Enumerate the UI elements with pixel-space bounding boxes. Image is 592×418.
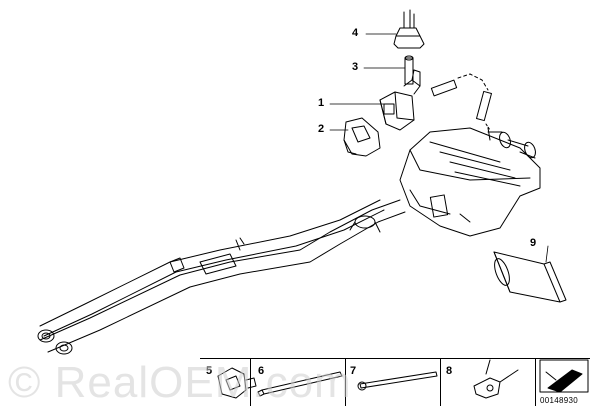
cable-tie-part-7 — [357, 371, 438, 391]
inset-divider-2 — [345, 358, 346, 406]
diagram-part-number: 00148930 — [540, 396, 578, 405]
inset-divider-3 — [440, 358, 441, 406]
cable-tie-part-6 — [257, 371, 343, 397]
vacuum-cap-part-4 — [393, 9, 425, 49]
callout-1: 1 — [318, 97, 325, 109]
callout-5: 5 — [206, 365, 213, 377]
holder-part-2 — [343, 117, 381, 157]
vacuum-valve-part-1 — [379, 69, 421, 131]
rear-muffler — [399, 127, 541, 237]
arrow-box — [539, 359, 589, 393]
callout-7: 7 — [350, 365, 357, 377]
inset-divider-4 — [535, 358, 536, 406]
hose-sleeve-part-9 — [493, 251, 567, 303]
exhaust-pipe-assembly — [37, 199, 406, 355]
callout-3: 3 — [352, 61, 359, 73]
hose-connector-part-3 — [404, 55, 414, 85]
callout-6: 6 — [258, 365, 265, 377]
watermark-text: © RealOEM.com — [8, 358, 352, 407]
inset-row — [217, 359, 589, 399]
inset-divider-1 — [250, 358, 251, 406]
inset-top-rule — [200, 358, 590, 359]
callout-2: 2 — [318, 123, 325, 135]
callout-9: 9 — [530, 237, 537, 249]
leader-lines — [329, 33, 549, 263]
callout-8: 8 — [446, 365, 453, 377]
clip-part-8 — [473, 359, 519, 399]
callout-4: 4 — [352, 27, 359, 39]
vacuum-hose — [430, 73, 492, 131]
